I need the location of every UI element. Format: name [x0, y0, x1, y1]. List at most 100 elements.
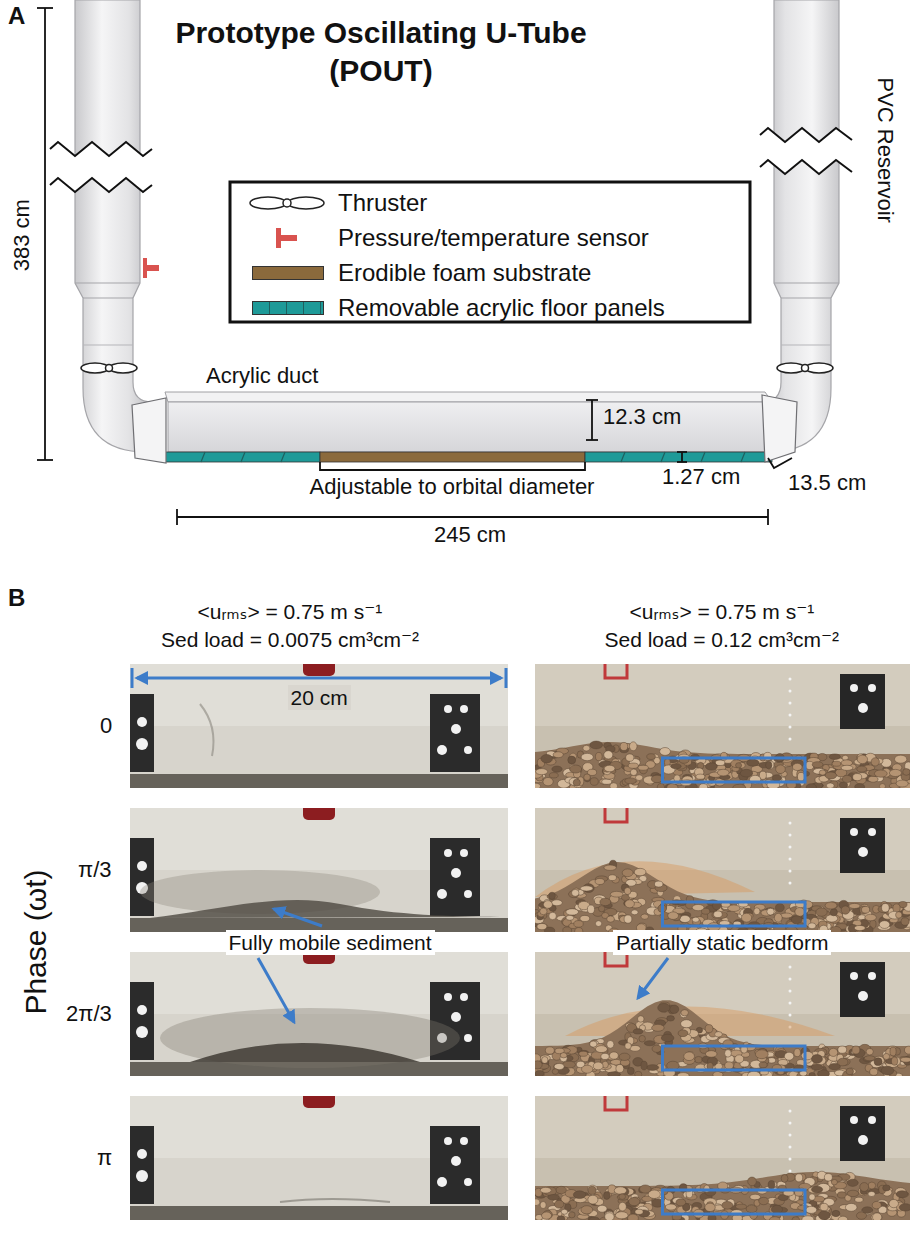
- gravel-photo: [860, 1183, 869, 1192]
- gravel-photo: [829, 754, 840, 760]
- gravel-photo: [850, 1116, 858, 1124]
- sediment-photo: [437, 889, 447, 899]
- gravel-photo: [795, 1174, 803, 1182]
- dimension-line: [177, 516, 768, 518]
- gravel-photo: [620, 742, 628, 750]
- gravel-photo: [829, 1048, 838, 1056]
- sediment-photo: [303, 664, 335, 676]
- gravel-photo: [540, 1201, 546, 1208]
- acrylic-duct: [132, 398, 166, 463]
- gravel-photo: [847, 1069, 856, 1074]
- leader-arrow: [258, 958, 294, 1022]
- gravel-photo: [868, 828, 876, 836]
- part-name: PVC Reservoir: [871, 77, 897, 222]
- thruster-symbol: [81, 363, 833, 373]
- reservoir-pipe: [75, 283, 140, 284]
- sediment-photo: [150, 900, 500, 918]
- gravel-photo: [838, 1046, 847, 1053]
- gravel-photo: [582, 1065, 593, 1073]
- gravel-photo: [894, 755, 906, 763]
- gravel-photo: [605, 808, 627, 822]
- gravel-photo: [535, 1172, 910, 1220]
- leader-arrow: [131, 668, 134, 688]
- gravel-photo: [775, 903, 784, 911]
- thruster-symbol: [250, 197, 324, 209]
- experiment-photos: [130, 660, 914, 1223]
- gravel-photo: [857, 755, 867, 764]
- sediment-photo: [130, 1096, 508, 1220]
- gravel-photo: [845, 1203, 857, 1211]
- gravel-photo: [541, 754, 553, 762]
- sediment-photo: [437, 1177, 447, 1187]
- gravel-photo: [640, 1185, 651, 1193]
- gravel-photo: [619, 1053, 630, 1060]
- gravel-photo: [580, 915, 590, 921]
- legend-box: [230, 182, 750, 322]
- gravel-photo: [883, 1053, 889, 1059]
- gravel-photo: [590, 778, 598, 786]
- gravel-photo: [543, 901, 552, 909]
- phase-label: 2π/3: [66, 1001, 112, 1027]
- gravel-photo: [631, 910, 638, 915]
- gravel-photo: [607, 916, 615, 922]
- dimension-line: [767, 509, 769, 525]
- gravel-photo: [766, 761, 774, 769]
- gravel-photo: [535, 664, 910, 788]
- gravel-photo: [825, 772, 837, 779]
- gravel-photo: [831, 1179, 837, 1184]
- gravel-photo: [639, 1035, 646, 1042]
- gravel-photo: [789, 846, 792, 849]
- gravel-photo: [896, 1191, 908, 1198]
- gravel-photo: [680, 915, 691, 922]
- gravel-photo: [635, 1209, 643, 1214]
- gravel-photo: [840, 962, 885, 1017]
- gravel-photo: [842, 775, 852, 782]
- gravel-photo: [654, 881, 663, 887]
- gravel-photo: [789, 1170, 792, 1173]
- gravel-photo: [870, 1068, 878, 1075]
- gravel-photo: [813, 768, 825, 774]
- gravel-photo: [637, 1016, 644, 1022]
- gravel-photo: [537, 923, 547, 929]
- sediment-photo: [130, 952, 508, 1076]
- sediment-photo: [430, 1126, 480, 1204]
- gravel-photo: [535, 742, 910, 788]
- gravel-photo: [604, 1211, 614, 1220]
- gravel-photo: [826, 915, 838, 922]
- gravel-photo: [545, 1047, 554, 1054]
- sediment-photo: [464, 890, 472, 898]
- break-symbol: [50, 142, 152, 156]
- gravel-photo: [705, 763, 717, 770]
- sediment-photo: [130, 1096, 508, 1220]
- sediment-photo: [430, 694, 480, 772]
- gravel-photo: [535, 1070, 544, 1076]
- sediment-photo: [130, 808, 508, 932]
- gravel-photo: [665, 1204, 676, 1210]
- gravel-photo: [663, 1046, 806, 1070]
- sediment-photo: [160, 1008, 460, 1068]
- gravel-photo: [778, 1059, 788, 1065]
- acrylic-duct: [621, 452, 625, 462]
- legend-swatch: [252, 301, 324, 315]
- gravel-photo: [903, 769, 910, 776]
- gravel-photo: [681, 1020, 693, 1028]
- gravel-photo: [652, 1024, 665, 1031]
- gravel-photo: [548, 1194, 560, 1200]
- gravel-photo: [896, 912, 902, 918]
- gravel-photo: [820, 1203, 828, 1211]
- gravel-photo: [566, 915, 574, 920]
- sediment-photo: [464, 746, 472, 754]
- gravel-photo: [625, 900, 635, 908]
- gravel-photo: [789, 834, 792, 837]
- gravel-photo: [535, 862, 910, 932]
- gravel-photo: [830, 926, 841, 932]
- gravel-photo: [536, 769, 548, 775]
- gravel-photo: [681, 1010, 689, 1016]
- gravel-photo: [602, 779, 612, 784]
- gravel-photo: [671, 764, 681, 769]
- gravel-photo: [862, 906, 870, 913]
- gravel-photo: [595, 752, 602, 760]
- gravel-photo: [624, 887, 631, 894]
- gravel-photo: [587, 905, 594, 913]
- gravel-photo: [837, 1058, 848, 1066]
